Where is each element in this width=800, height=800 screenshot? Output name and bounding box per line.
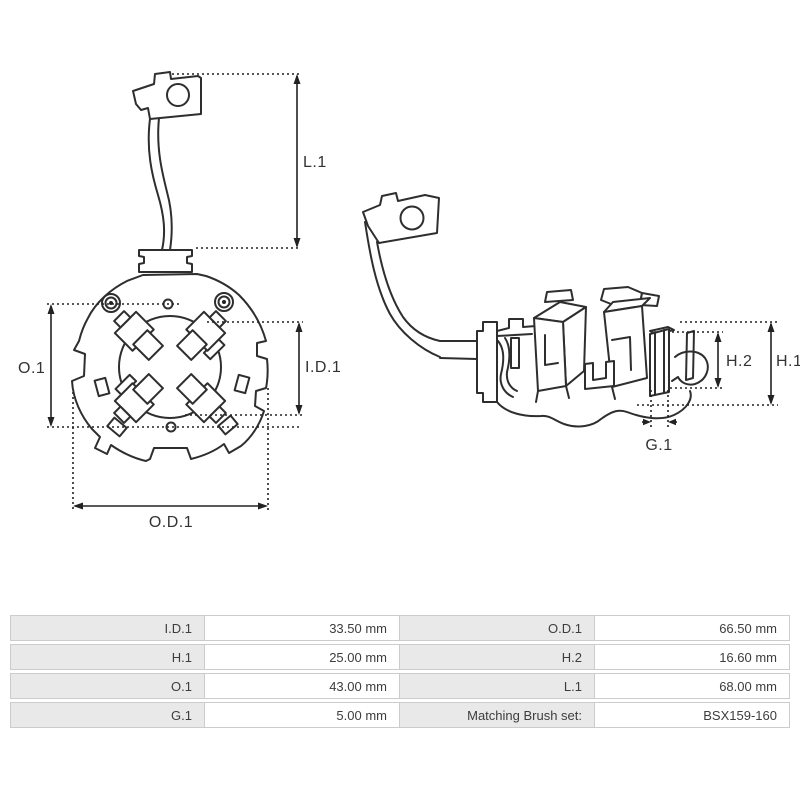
- dim-label-id1: I.D.1: [305, 359, 341, 376]
- brush-box-top-right: [176, 310, 227, 361]
- spec-value: 68.00 mm: [595, 673, 790, 699]
- connector-block: [138, 249, 193, 273]
- spec-label: O.D.1: [400, 615, 595, 641]
- spec-value: BSX159-160: [595, 702, 790, 728]
- pin-hole-bottom: [165, 421, 177, 433]
- technical-drawing: L.1 O.1 I.D.1: [18, 71, 800, 531]
- end-hook: [671, 350, 709, 386]
- spec-label: Matching Brush set:: [400, 702, 595, 728]
- dimension-l1: L.1: [172, 73, 327, 249]
- spec-label: H.2: [400, 644, 595, 670]
- screw-boss-right: [214, 292, 234, 312]
- brush-box-bottom-left: [113, 373, 164, 424]
- dimension-o1: O.1: [18, 303, 300, 428]
- spec-value: 33.50 mm: [205, 615, 400, 641]
- lead-wire-side: [364, 221, 441, 358]
- spec-label: H.1: [10, 644, 205, 670]
- inner-bore: [118, 315, 222, 419]
- side-view-drawing: H.2 H.1 G.1: [362, 192, 800, 454]
- lead-wire: [147, 118, 166, 251]
- spec-label: L.1: [400, 673, 595, 699]
- dimension-id1: I.D.1: [185, 321, 341, 416]
- dim-label-l1: L.1: [303, 154, 327, 171]
- terminal-hole: [166, 83, 190, 107]
- spec-table: I.D.1 33.50 mm O.D.1 66.50 mm H.1 25.00 …: [10, 612, 790, 731]
- brush-box-bottom-right: [176, 373, 227, 424]
- dimension-od1: O.D.1: [72, 388, 269, 531]
- dim-label-h2: H.2: [726, 353, 752, 370]
- terminal-hole-side: [399, 205, 425, 231]
- brush-holder-box-left: [533, 301, 587, 392]
- dim-label-g1: G.1: [645, 437, 672, 454]
- carbon-brush: [649, 326, 675, 397]
- dimension-h1: H.1: [637, 321, 800, 406]
- brush-holder-diagram: L.1 O.1 I.D.1: [18, 71, 800, 531]
- body-underside: [496, 390, 692, 428]
- spec-value: 66.50 mm: [595, 615, 790, 641]
- table-row: I.D.1 33.50 mm O.D.1 66.50 mm: [10, 615, 790, 641]
- spec-label: O.1: [10, 673, 205, 699]
- spec-value: 43.00 mm: [205, 673, 400, 699]
- screw-boss-left: [101, 293, 121, 313]
- spec-value: 5.00 mm: [205, 702, 400, 728]
- dim-label-od1: O.D.1: [149, 514, 193, 531]
- dimension-h2: H.2: [670, 331, 752, 389]
- spec-label: G.1: [10, 702, 205, 728]
- spec-value: 16.60 mm: [595, 644, 790, 670]
- spec-label: I.D.1: [10, 615, 205, 641]
- table-row: G.1 5.00 mm Matching Brush set: BSX159-1…: [10, 702, 790, 728]
- mount-flange: [476, 321, 498, 403]
- table-row: H.1 25.00 mm H.2 16.60 mm: [10, 644, 790, 670]
- dimension-g1: G.1: [642, 390, 677, 454]
- dim-label-o1: O.1: [18, 360, 45, 377]
- brush-box-top-left: [113, 310, 164, 361]
- front-view-drawing: L.1 O.1 I.D.1: [18, 71, 341, 531]
- table-row: O.1 43.00 mm L.1 68.00 mm: [10, 673, 790, 699]
- spec-value: 25.00 mm: [205, 644, 400, 670]
- dim-label-h1: H.1: [776, 353, 800, 370]
